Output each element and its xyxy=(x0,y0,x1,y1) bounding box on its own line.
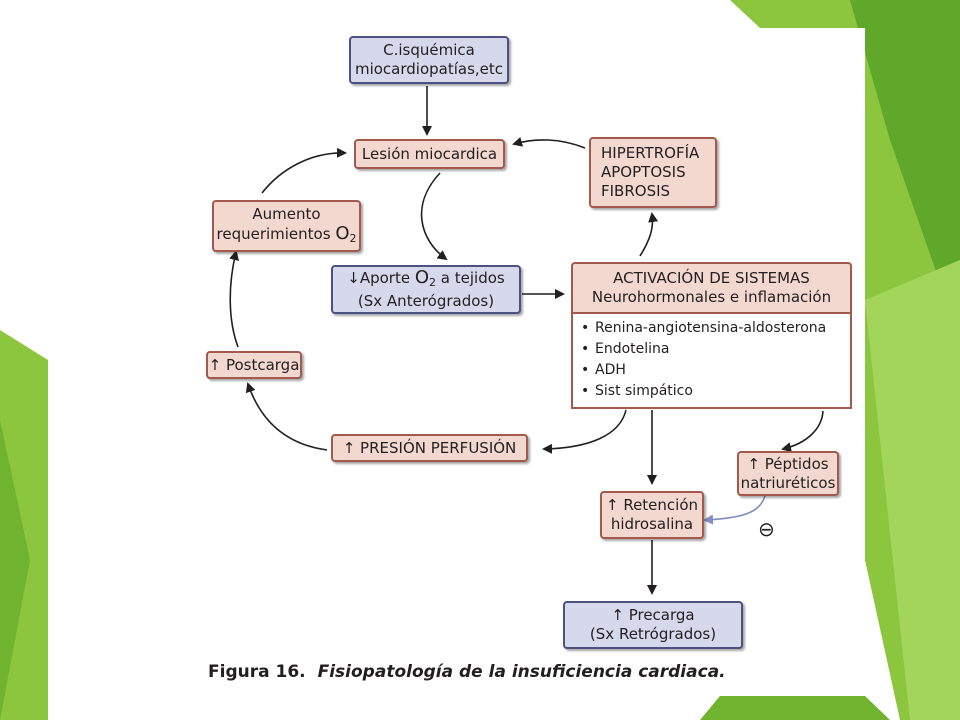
o2-supply-pre: Aporte xyxy=(359,269,415,287)
o2-demand-line2: requerimientos O2 xyxy=(217,224,357,248)
list-item: Renina-angiotensina-aldosterona xyxy=(581,318,844,339)
afterload-box: ↑ Postcarga xyxy=(206,351,302,379)
o2-supply-subscript: 2 xyxy=(429,276,437,289)
arrow-lesion-to-supply xyxy=(420,172,448,261)
retention-box: ↑ Retención hidrosalina xyxy=(600,491,704,539)
caption-text: Fisiopatología de la insuficiencia cardi… xyxy=(317,662,726,682)
cause-line1: C.isquémica xyxy=(383,41,475,59)
lesion-box: Lesión miocardica xyxy=(354,139,505,169)
list-item: Sist simpático xyxy=(581,381,844,402)
figure-caption: Figura 16. Fisiopatología de la insuficie… xyxy=(208,662,726,682)
cause-box: C.isquémica miocardiopatías,etc xyxy=(349,36,509,84)
preload-line1: ↑ Precarga xyxy=(611,606,695,624)
inhibit-symbol: ⊖ xyxy=(758,517,775,541)
o2-supply-line2: (Sx Anterógrados) xyxy=(357,292,495,310)
perfusion-box: ↑ PRESIÓN PERFUSIÓN xyxy=(331,434,528,462)
remodeling-line1: HIPERTROFÍA xyxy=(601,144,700,162)
list-item: Endotelina xyxy=(581,339,844,360)
arrow-peptides-inhibit-retention xyxy=(703,495,766,525)
o2-demand-o-letter: O xyxy=(335,222,350,244)
remodeling-line3: FIBROSIS xyxy=(601,182,671,200)
o2-supply-post: a tejidos xyxy=(436,269,505,287)
arrow-remodeling-to-lesion xyxy=(512,136,586,149)
peptides-line2: natriuréticos xyxy=(740,473,836,492)
peptides-box: ↑ Péptidos natriuréticos xyxy=(737,451,839,496)
activation-box: ACTIVACIÓN DE SISTEMAS Neurohormonales e… xyxy=(571,262,852,314)
arrow-perfusion-to-afterload xyxy=(245,382,328,451)
o2-supply-box: ↓Aporte O2 a tejidos (Sx Anterógrados) xyxy=(331,265,521,314)
remodeling-box: HIPERTROFÍA APOPTOSIS FIBROSIS xyxy=(589,137,717,208)
o2-supply-o-letter: O xyxy=(414,267,430,288)
o2-demand-box: Aumento requerimientos O2 xyxy=(212,200,361,252)
right-green-light xyxy=(865,260,960,720)
list-item: ADH xyxy=(581,360,844,381)
top-right-green-dark xyxy=(850,0,960,340)
arrow-activation-to-peptides xyxy=(781,410,824,452)
left-green-accent xyxy=(0,420,30,720)
lesion-label: Lesión miocardica xyxy=(361,144,498,163)
perfusion-label: ↑ PRESIÓN PERFUSIÓN xyxy=(342,438,517,457)
arrow-activation-to-remodeling xyxy=(639,212,659,257)
o2-demand-subscript: 2 xyxy=(349,231,357,245)
preload-box: ↑ Precarga (Sx Retrógrados) xyxy=(563,601,743,649)
o2-demand-line2-text: requerimientos xyxy=(216,224,336,243)
arrow-activation-to-perfusion xyxy=(542,409,627,454)
peptides-line1: ↑ Péptidos xyxy=(747,454,829,473)
activation-line2: Neurohormonales e inflamación xyxy=(591,288,832,306)
arrow-demand-to-lesion xyxy=(261,147,347,194)
o2-demand-line1: Aumento xyxy=(252,204,321,223)
activation-systems-list: Renina-angiotensina-aldosterona Endoteli… xyxy=(571,314,852,409)
cause-line2: miocardiopatías,etc xyxy=(354,60,504,78)
afterload-label: ↑ Postcarga xyxy=(208,355,300,374)
activation-line1: ACTIVACIÓN DE SISTEMAS xyxy=(613,269,810,287)
caption-number: Figura 16. xyxy=(208,662,306,682)
preload-line2: (Sx Retrógrados) xyxy=(589,625,717,643)
down-arrow-glyph: ↓ xyxy=(347,269,360,287)
retention-line2: hidrosalina xyxy=(610,515,694,533)
o2-supply-line1: ↓Aporte O2 a tejidos xyxy=(347,268,504,292)
arrow-afterload-to-demand xyxy=(229,250,239,348)
retention-line1: ↑ Retención xyxy=(605,496,699,514)
bottom-green-shape xyxy=(700,696,890,720)
remodeling-line2: APOPTOSIS xyxy=(601,163,686,181)
